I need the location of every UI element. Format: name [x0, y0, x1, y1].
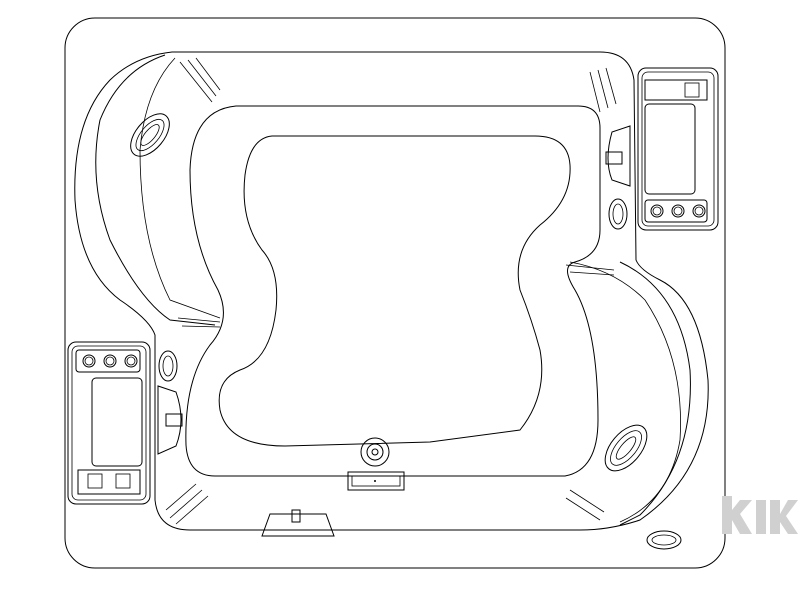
lounge-seat-left	[95, 54, 216, 326]
basin-floor	[218, 135, 571, 447]
drain	[360, 437, 390, 467]
outer-shell	[64, 17, 726, 569]
fitting-bottom-right	[646, 530, 682, 550]
control-panel-bottom-left	[67, 341, 151, 505]
pillow-left	[130, 113, 170, 157]
jet-left	[158, 350, 178, 382]
handle-right	[605, 125, 631, 187]
pillow-right	[604, 424, 648, 472]
tub-rim	[74, 51, 709, 531]
jet-right	[608, 198, 628, 230]
watermark-logo	[722, 496, 798, 534]
filter-box	[347, 471, 405, 491]
groove-top-right	[589, 67, 617, 113]
control-panel-top-right	[637, 67, 719, 231]
groove-top-left	[179, 57, 221, 103]
skimmer	[261, 509, 335, 537]
groove-bottom-left	[165, 483, 209, 525]
inner-basin	[185, 105, 601, 477]
handle-left	[157, 385, 183, 455]
groove-bottom-right	[565, 489, 605, 521]
lounge-seat-right	[619, 261, 691, 526]
